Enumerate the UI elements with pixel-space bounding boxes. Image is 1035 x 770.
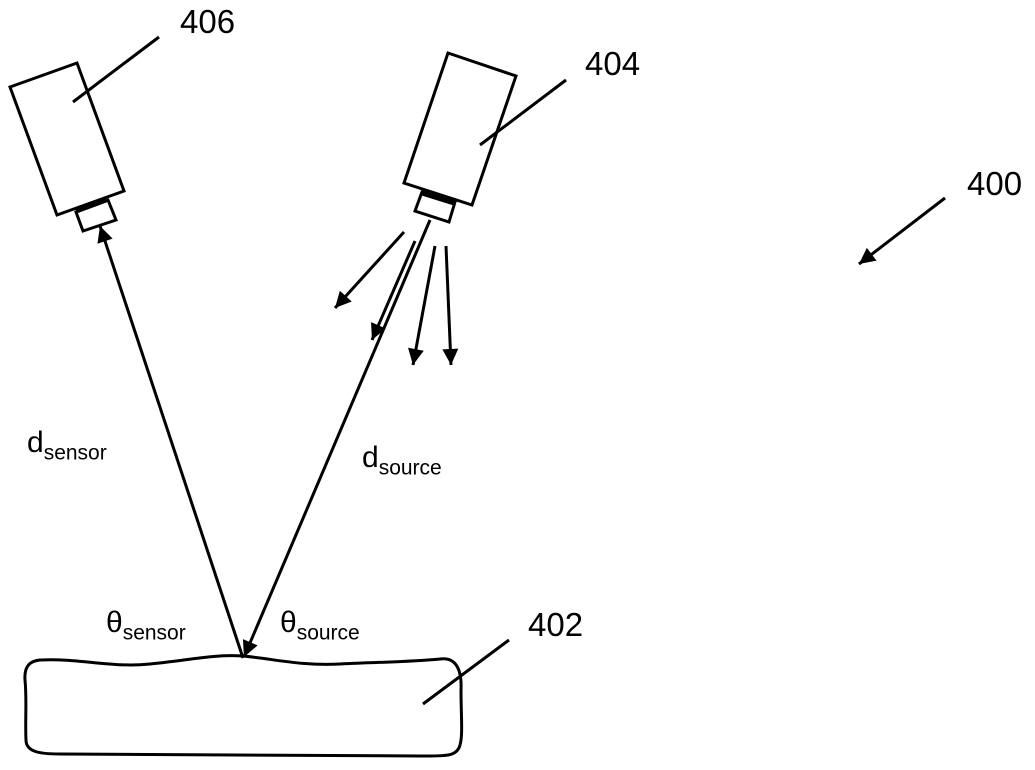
sensor-leader-line: [72, 35, 160, 104]
subscript: sensor: [43, 441, 107, 465]
source-leader-line: [479, 78, 567, 147]
theta-sensor-label: θsensor: [106, 606, 186, 645]
surface: [23, 654, 464, 758]
d-source-label: dsource: [362, 441, 442, 480]
surface-reference-number: 402: [528, 606, 584, 643]
source-path-arrow: [242, 219, 432, 658]
source-reference-number: 404: [585, 45, 641, 82]
system-reference-number: 400: [967, 165, 1023, 202]
theta-source-label: θsource: [280, 606, 360, 645]
sensor-camera: [8, 61, 126, 233]
light-source: [402, 51, 518, 224]
symbol: θ: [280, 606, 297, 639]
system-pointer-arrow: [858, 196, 946, 266]
emission-rays: [333, 230, 459, 366]
surface-leader-line: [422, 638, 510, 706]
d-sensor-label: dsensor: [27, 426, 107, 465]
subscript: sensor: [122, 621, 186, 645]
symbol: θ: [106, 606, 123, 639]
subscript: source: [378, 456, 442, 480]
symbol: d: [362, 441, 379, 474]
sensor-path-arrow: [97, 225, 245, 659]
sensor-reference-number: 406: [180, 3, 236, 40]
subscript: source: [296, 621, 360, 645]
symbol: d: [27, 426, 44, 459]
